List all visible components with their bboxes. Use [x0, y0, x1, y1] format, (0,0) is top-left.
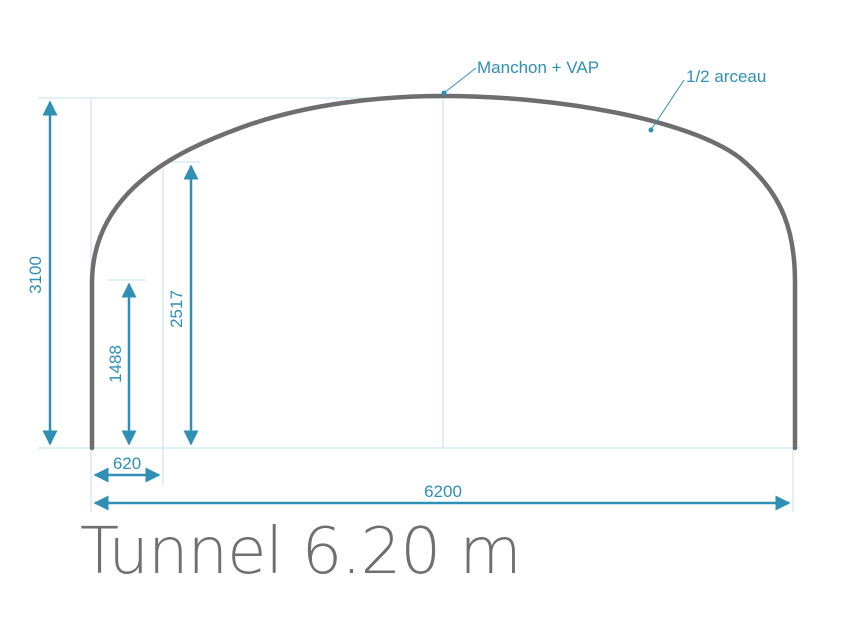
callout-sleeve-dot	[441, 90, 447, 96]
label-620: 620	[113, 454, 141, 473]
label-1488: 1488	[106, 345, 125, 383]
label-3100: 3100	[26, 256, 45, 294]
diagram-title: Tunnel 6.20 m	[80, 515, 522, 589]
callout-half-arch: 1/2 arceau	[648, 67, 766, 133]
callout-half-arch-leader	[650, 79, 685, 131]
callout-sleeve-label: Manchon + VAP	[477, 58, 599, 77]
label-2517: 2517	[167, 290, 186, 328]
guide-lines	[38, 96, 800, 512]
callout-sleeve-leader	[443, 67, 477, 94]
dimension-arrows	[42, 100, 791, 511]
tunnel-arch	[89, 93, 798, 451]
callout-half-arch-dot	[648, 127, 654, 133]
callout-half-arch-label: 1/2 arceau	[686, 67, 766, 86]
label-6200: 6200	[424, 482, 462, 501]
callout-sleeve: Manchon + VAP	[441, 58, 599, 96]
